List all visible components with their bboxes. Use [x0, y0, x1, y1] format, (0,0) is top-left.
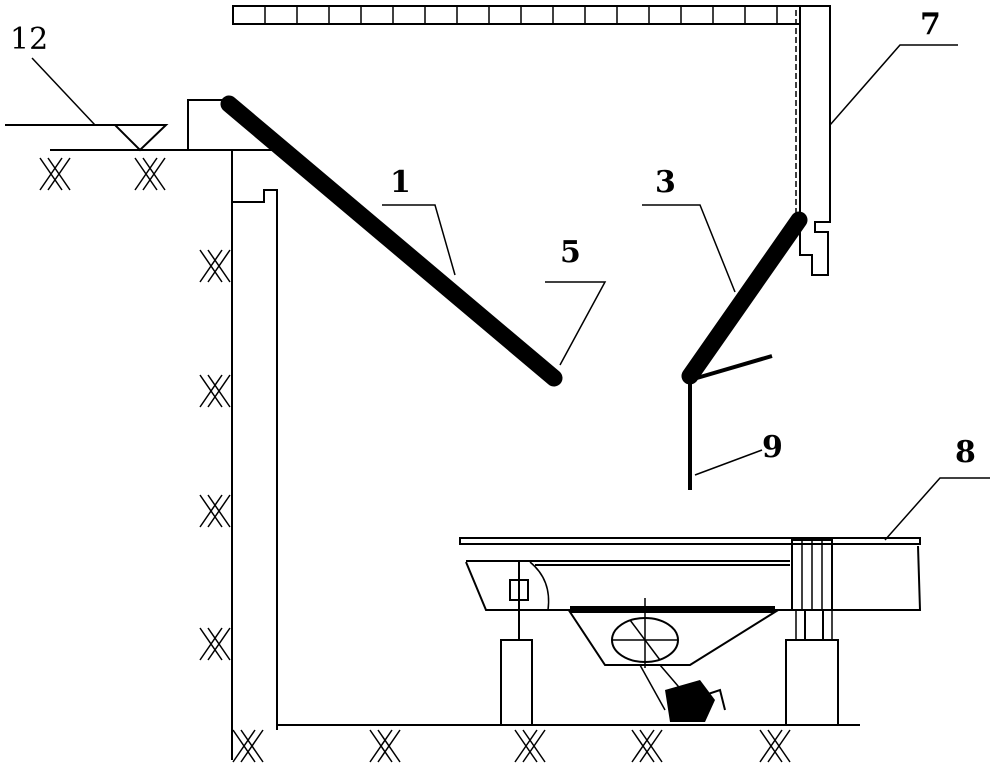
soil-hatch-mark	[631, 729, 663, 763]
soil-hatch-mark	[199, 374, 231, 408]
chute-3	[681, 211, 808, 385]
soil-hatch-mark	[39, 157, 71, 191]
soil-hatch-mark	[759, 729, 791, 763]
leader-lines	[31, 44, 990, 541]
chute-1	[220, 95, 563, 387]
soil-hatching	[39, 157, 791, 763]
label-12: 12	[10, 22, 49, 57]
label-7: 7	[920, 7, 941, 42]
support-pillars	[500, 639, 839, 726]
soil-hatch-mark	[369, 729, 401, 763]
label-8: 8	[955, 435, 976, 470]
flap	[689, 354, 773, 382]
vibrating-screen-8	[459, 537, 922, 722]
label-5: 5	[560, 235, 581, 270]
soil-hatch-mark	[514, 729, 546, 763]
soil-hatch-mark	[199, 249, 231, 283]
soil-hatch-mark	[199, 494, 231, 528]
soil-hatch-mark	[134, 157, 166, 191]
label-9: 9	[762, 430, 783, 465]
top-beam	[232, 5, 801, 25]
soil-hatch-mark	[232, 729, 264, 763]
label-1: 1	[390, 165, 411, 200]
soil-hatch-mark	[199, 627, 231, 661]
ground-surface	[5, 99, 275, 152]
label-3: 3	[655, 165, 676, 200]
wall-7	[795, 5, 831, 276]
pit-walls	[231, 150, 860, 760]
